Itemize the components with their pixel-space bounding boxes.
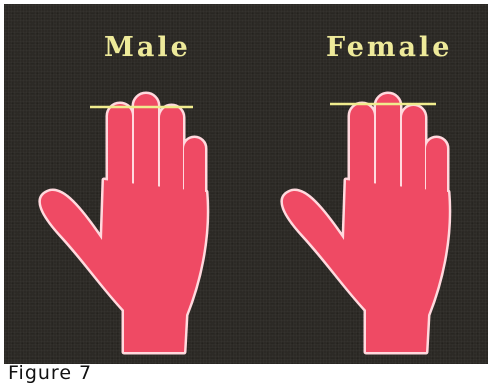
female-hand: [283, 94, 449, 352]
female-label: Female: [326, 32, 452, 63]
figure-caption: Figure 7: [8, 362, 92, 384]
male-label: Male: [104, 32, 191, 63]
image-panel: Male Female: [4, 4, 488, 364]
male-hand: [41, 94, 207, 352]
